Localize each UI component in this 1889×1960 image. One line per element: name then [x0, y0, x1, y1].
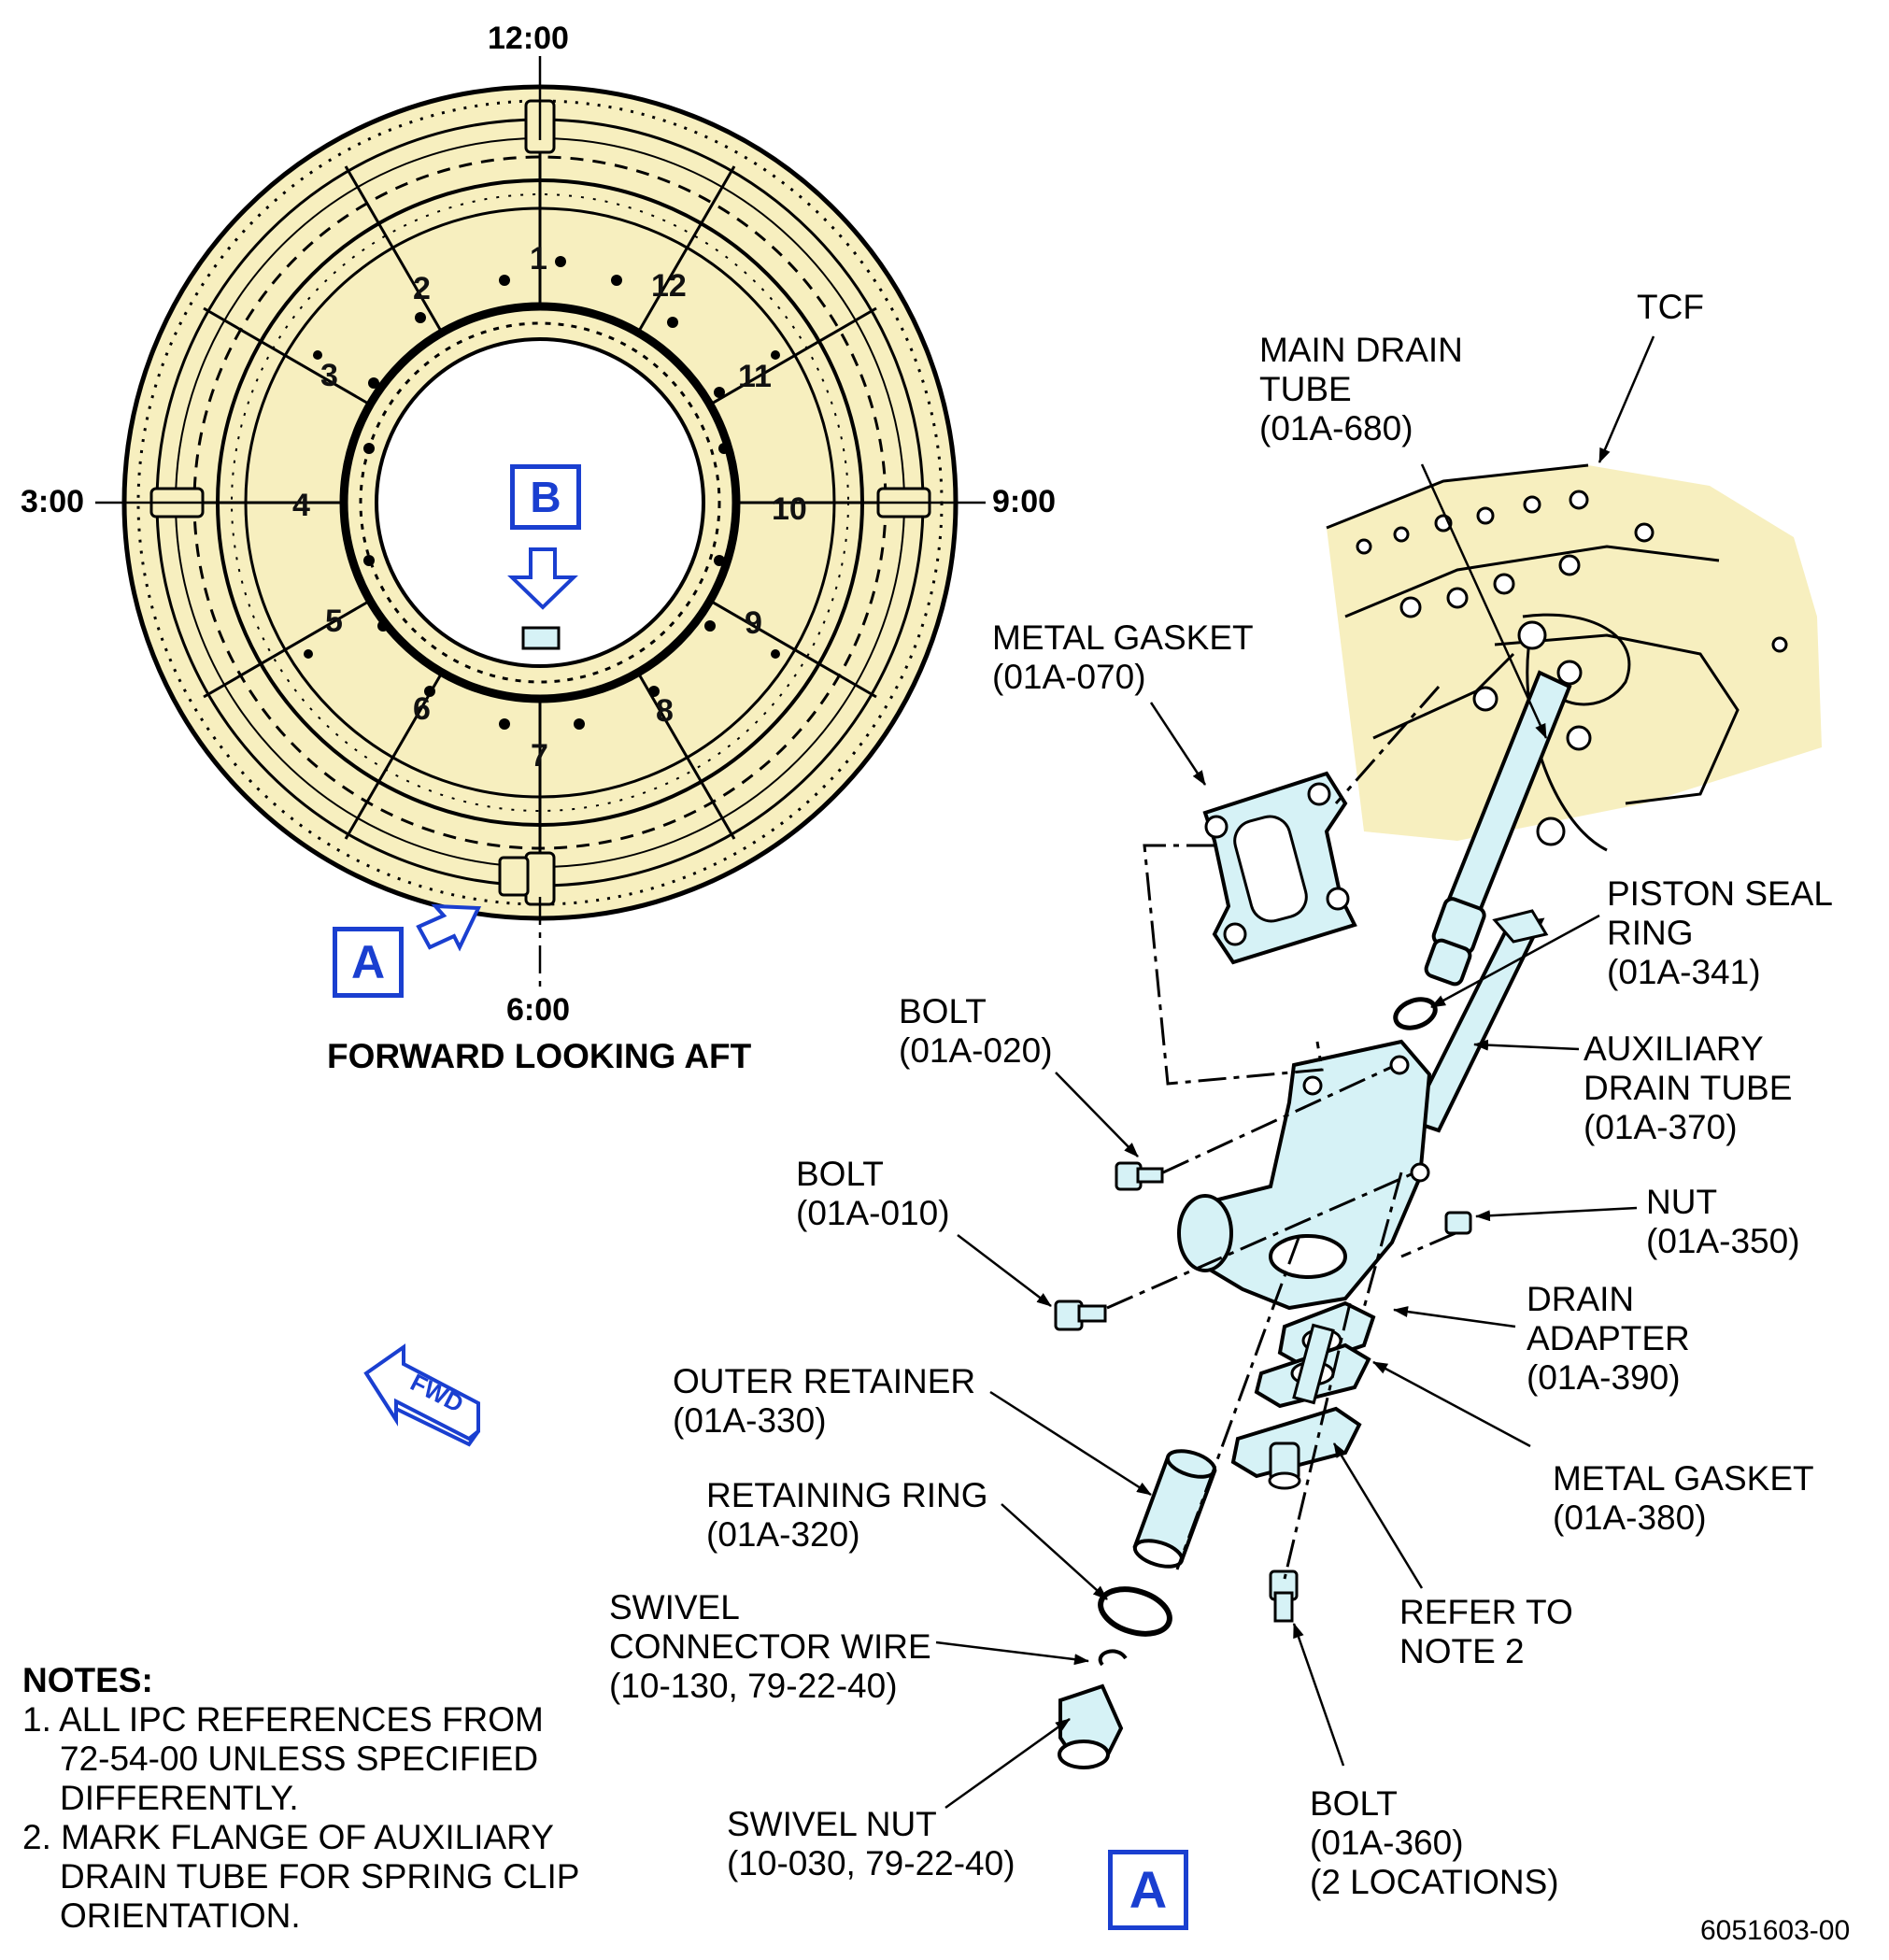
outer-retainer	[1132, 1449, 1217, 1569]
fwd-arrow	[363, 1343, 480, 1447]
metal-gasket-070	[1202, 771, 1357, 965]
view-a-arrow	[416, 903, 482, 952]
callout-drain-adapter: DRAIN ADAPTER (01A-390)	[1527, 1280, 1690, 1397]
view-b-arrow	[507, 547, 578, 610]
strut-9: 9	[745, 605, 762, 641]
leader-nut-350	[1475, 1206, 1638, 1222]
leader-refer-note-2	[1332, 1442, 1424, 1589]
callout-tcf: TCF	[1637, 288, 1704, 326]
retaining-ring	[1098, 1586, 1172, 1637]
leader-main-drain-tube	[1420, 463, 1548, 739]
clock-3: 3:00	[21, 484, 85, 519]
callout-refer-note-2: REFER TO NOTE 2	[1399, 1593, 1573, 1670]
bolt-360	[1269, 1569, 1299, 1623]
view-title: FORWARD LOOKING AFT	[327, 1037, 752, 1075]
leader-swivel-connector-wire	[935, 1640, 1089, 1666]
callout-piston-seal-ring: PISTON SEAL RING (01A-341)	[1607, 874, 1833, 991]
callout-bolt-020: BOLT (01A-020)	[899, 992, 1053, 1070]
notes-heading: NOTES:	[22, 1661, 153, 1699]
clock-12: 12:00	[488, 21, 569, 56]
piston-seal-ring	[1393, 997, 1438, 1030]
callout-outer-retainer: OUTER RETAINER (01A-330)	[673, 1362, 976, 1440]
strut-7: 7	[531, 738, 548, 774]
view-b-ref: B	[510, 464, 581, 530]
callout-nut-350: NUT (01A-350)	[1646, 1183, 1800, 1260]
callout-bolt-360: BOLT (01A-360) (2 LOCATIONS)	[1310, 1784, 1559, 1901]
swivel-connector-wire	[1098, 1649, 1128, 1667]
leader-drain-adapter	[1393, 1306, 1516, 1328]
notes-block: NOTES: 1. ALL IPC REFERENCES FROM 72-54-…	[22, 1661, 658, 1936]
note-2: 2. MARK FLANGE OF AUXILIARY DRAIN TUBE F…	[22, 1818, 580, 1935]
drain-flange	[1230, 1406, 1362, 1490]
clock-9: 9:00	[992, 484, 1057, 519]
callout-retaining-ring: RETAINING RING (01A-320)	[706, 1476, 988, 1554]
strut-4: 4	[292, 488, 310, 523]
tcf-structure	[1326, 463, 1822, 852]
strut-1: 1	[530, 241, 547, 277]
strut-10: 10	[772, 491, 807, 527]
auxiliary-drain-tube	[1408, 909, 1549, 1133]
strut-2: 2	[413, 271, 431, 306]
callout-swivel-nut: SWIVEL NUT (10-030, 79-22-40)	[727, 1805, 1016, 1882]
strut-12: 12	[651, 268, 687, 304]
strut-3: 3	[320, 358, 338, 393]
leader-bolt-010	[957, 1234, 1052, 1307]
callout-auxiliary-drain-tube: AUXILIARY DRAIN TUBE (01A-370)	[1584, 1030, 1793, 1146]
view-a-ref: A	[333, 927, 404, 998]
leader-metal-gasket-380	[1372, 1360, 1531, 1448]
bolt-010	[1054, 1300, 1107, 1331]
callout-bolt-010: BOLT (01A-010)	[796, 1155, 950, 1232]
leader-bolt-360	[1292, 1623, 1345, 1767]
drain-adapter-housing	[1177, 1039, 1432, 1311]
leader-aux-drain-tube	[1473, 1039, 1580, 1051]
leader-bolt-020	[1055, 1072, 1139, 1158]
leader-swivel-nut	[944, 1717, 1071, 1810]
view-a-detail-ref: A	[1108, 1850, 1188, 1930]
figure-id: 6051603-00	[1700, 1915, 1851, 1946]
strut-6: 6	[413, 691, 431, 727]
strut-5: 5	[325, 604, 343, 639]
strut-11: 11	[738, 359, 772, 394]
callout-swivel-connector-wire: SWIVEL CONNECTOR WIRE (10-130, 79-22-40)	[609, 1588, 931, 1705]
callout-main-drain-tube: MAIN DRAIN TUBE (01A-680)	[1259, 331, 1463, 447]
clock-6: 6:00	[506, 992, 571, 1028]
leader-retaining-ring	[1001, 1503, 1108, 1600]
leader-tcf	[1598, 335, 1655, 463]
leader-metal-gasket-070	[1149, 702, 1207, 786]
swivel-nut	[1058, 1683, 1124, 1769]
nut-350	[1444, 1211, 1472, 1235]
leader-piston-seal-ring	[1430, 914, 1600, 1009]
bolt-020	[1115, 1161, 1164, 1191]
note-1: 1. ALL IPC REFERENCES FROM 72-54-00 UNLE…	[22, 1700, 544, 1817]
callout-metal-gasket-380: METAL GASKET (01A-380)	[1553, 1459, 1814, 1537]
strut-8: 8	[656, 693, 674, 729]
metal-gasket-380	[1254, 1323, 1371, 1409]
leader-outer-retainer	[989, 1390, 1152, 1497]
callout-metal-gasket-070: METAL GASKET (01A-070)	[992, 618, 1254, 696]
